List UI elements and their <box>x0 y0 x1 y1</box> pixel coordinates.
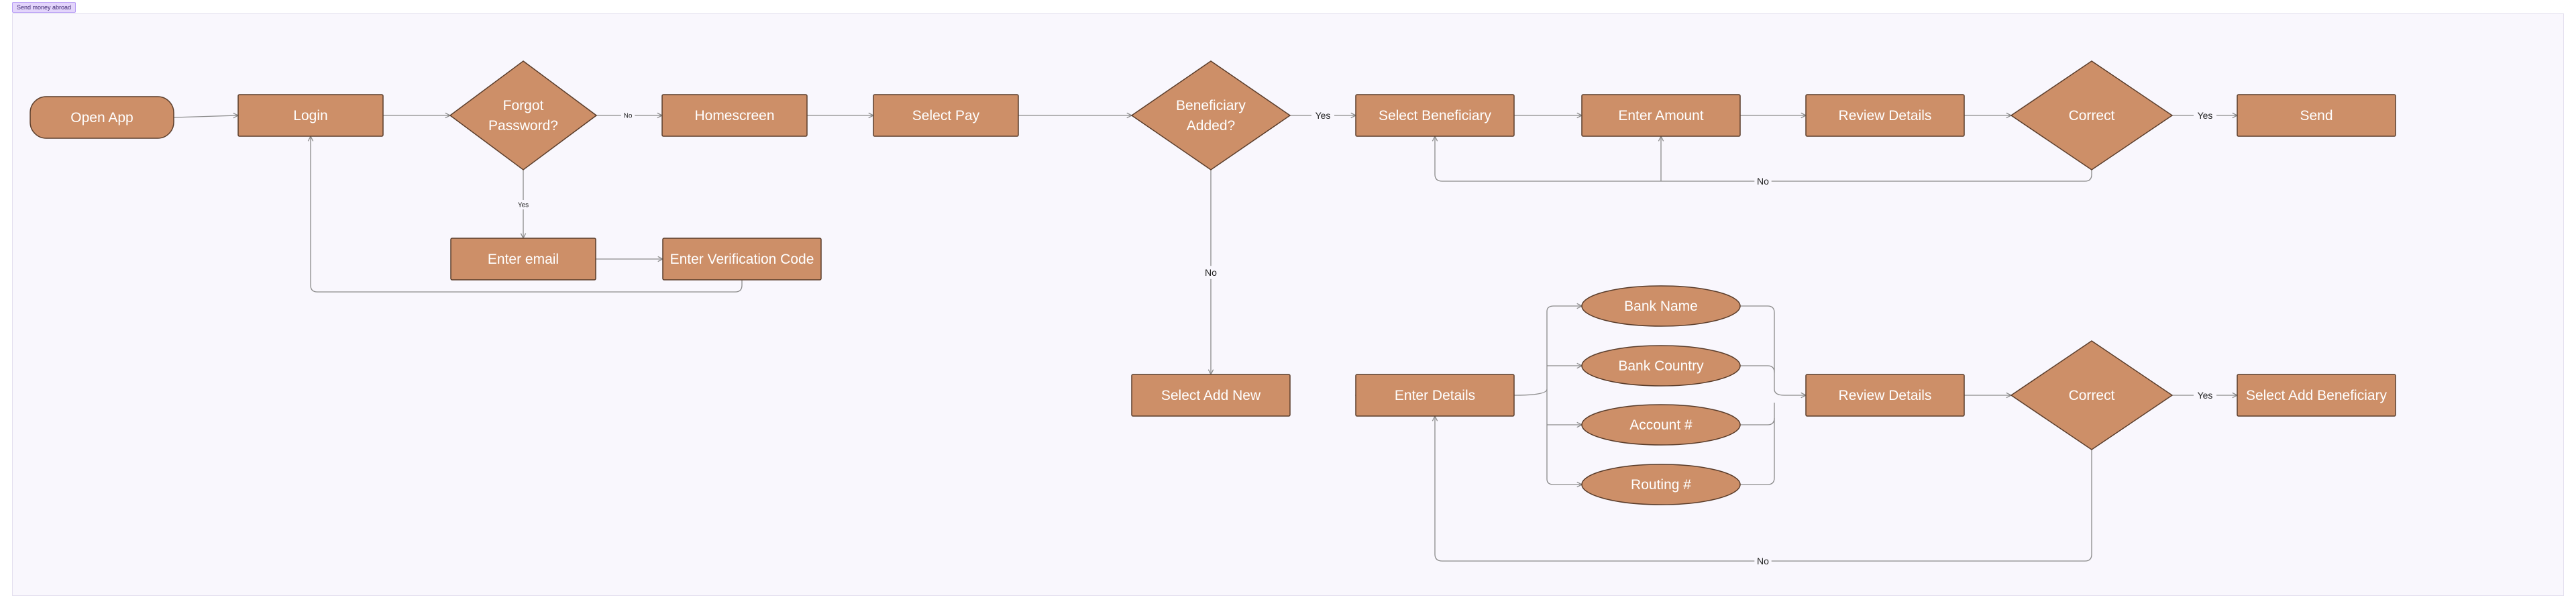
edge-label-correct-bottom-no: No <box>1754 554 1772 568</box>
node-label: Select Beneficiary <box>1379 108 1492 123</box>
node-shape <box>1581 94 1741 137</box>
node-bank-country[interactable]: Bank Country <box>1581 345 1741 387</box>
edge-label-forgot-no: No <box>621 111 635 120</box>
node-enter-verification-code[interactable]: Enter Verification Code <box>662 238 822 281</box>
node-label: Forgot <box>503 98 544 113</box>
node-shape <box>450 238 596 281</box>
edge-label-forgot-yes: Yes <box>514 200 533 209</box>
frame-title[interactable]: Send money abroad <box>12 2 76 13</box>
edge-21 <box>1546 389 1582 485</box>
node-label: Homescreen <box>694 108 774 123</box>
edge-22 <box>1740 305 1806 395</box>
node-shape <box>1805 94 1965 137</box>
node-shape <box>1131 374 1291 417</box>
svg-text:No: No <box>1757 556 1769 566</box>
node-select-add-new[interactable]: Select Add New <box>1131 374 1291 417</box>
edge-24 <box>1740 417 1775 425</box>
node-shape <box>1805 374 1965 417</box>
node-select-pay[interactable]: Select Pay <box>873 94 1019 137</box>
node-shape <box>237 94 384 137</box>
edge-28 <box>1435 416 2092 562</box>
node-label: Review Details <box>1839 108 1932 123</box>
node-homescreen[interactable]: Homescreen <box>661 94 808 137</box>
node-login[interactable]: Login <box>237 94 384 137</box>
node-review-details-bottom[interactable]: Review Details <box>1805 374 1965 417</box>
edge-18 <box>1513 306 1582 396</box>
edge-label-beneficiary-no: No <box>1202 266 1220 279</box>
svg-text:Yes: Yes <box>518 202 529 209</box>
edge-25 <box>1740 403 1775 485</box>
node-label: Enter Amount <box>1618 108 1703 123</box>
svg-text:Yes: Yes <box>2198 110 2213 121</box>
node-shape <box>662 238 822 281</box>
node-bank-name[interactable]: Bank Name <box>1581 285 1741 327</box>
node-shape <box>873 94 1019 137</box>
edge-10 <box>1435 136 2092 182</box>
node-shape <box>1581 345 1741 387</box>
node-shape <box>1355 374 1515 417</box>
edge-23 <box>1740 365 1775 373</box>
edge-label-correct-bottom-yes: Yes <box>2193 389 2217 402</box>
node-routing-number[interactable]: Routing # <box>1581 464 1741 505</box>
node-label: Select Add Beneficiary <box>2246 388 2387 403</box>
node-label: Account # <box>1629 417 1693 433</box>
node-account-number[interactable]: Account # <box>1581 404 1741 446</box>
node-label: Bank Country <box>1618 358 1704 374</box>
node-label: Select Pay <box>912 108 980 123</box>
node-shape <box>1581 285 1741 327</box>
node-label: Correct <box>2069 388 2115 403</box>
node-label: Enter Verification Code <box>670 252 814 267</box>
node-review-details-top[interactable]: Review Details <box>1805 94 1965 137</box>
node-label: Send <box>2300 108 2332 123</box>
svg-text:No: No <box>1757 176 1769 187</box>
node-shape <box>2010 60 2174 170</box>
node-label: Added? <box>1187 118 1235 134</box>
node-correct-top[interactable]: Correct <box>2010 60 2174 170</box>
node-label: Enter email <box>488 252 559 267</box>
node-shape <box>2010 340 2174 450</box>
node-select-add-beneficiary[interactable]: Select Add Beneficiary <box>2237 374 2396 417</box>
node-shape <box>1581 464 1741 505</box>
node-shape <box>30 96 174 139</box>
node-enter-email[interactable]: Enter email <box>450 238 596 281</box>
node-label: Beneficiary <box>1176 98 1246 113</box>
node-shape <box>2237 94 2396 137</box>
node-enter-details[interactable]: Enter Details <box>1355 374 1515 417</box>
node-label: Select Add New <box>1161 388 1261 403</box>
svg-text:No: No <box>1205 267 1217 278</box>
node-open-app[interactable]: Open App <box>30 96 174 139</box>
node-shape <box>1130 60 1291 170</box>
node-shape <box>1581 404 1741 446</box>
node-label: Open App <box>70 110 133 125</box>
svg-text:No: No <box>624 113 633 120</box>
edge-label-correct-top-no: No <box>1754 174 1772 188</box>
edge-0 <box>173 115 238 117</box>
node-shape <box>449 60 598 170</box>
node-send[interactable]: Send <box>2237 94 2396 137</box>
node-label: Review Details <box>1839 388 1932 403</box>
node-correct-bottom[interactable]: Correct <box>2010 340 2174 450</box>
node-shape <box>1355 94 1515 137</box>
node-label: Login <box>293 108 327 123</box>
node-label: Password? <box>488 118 558 134</box>
node-enter-amount[interactable]: Enter Amount <box>1581 94 1741 137</box>
node-label: Routing # <box>1631 477 1691 493</box>
node-shape <box>2237 374 2396 417</box>
edges <box>173 115 2237 562</box>
node-label: Enter Details <box>1395 388 1475 403</box>
node-shape <box>661 94 808 137</box>
node-label: Bank Name <box>1624 299 1698 314</box>
node-select-beneficiary[interactable]: Select Beneficiary <box>1355 94 1515 137</box>
svg-text:Yes: Yes <box>1316 110 1331 121</box>
edge-14 <box>311 136 743 293</box>
svg-text:Yes: Yes <box>2198 390 2213 401</box>
edge-label-correct-top-yes: Yes <box>2193 109 2217 122</box>
edge-label-beneficiary-yes: Yes <box>1311 109 1335 122</box>
node-label: Correct <box>2069 108 2115 123</box>
